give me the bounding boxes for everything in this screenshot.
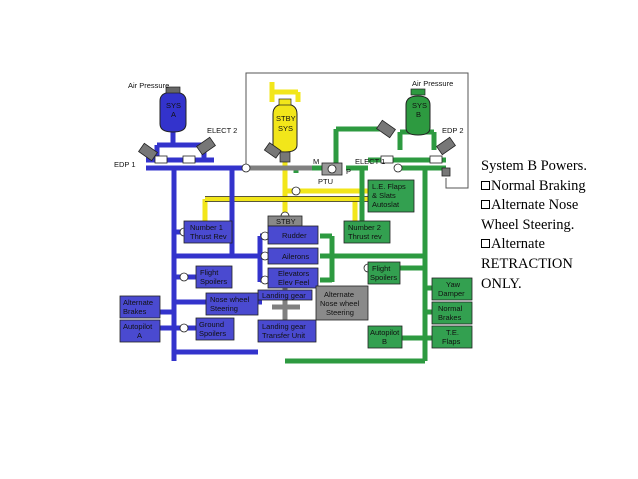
svg-text:Transfer Unit: Transfer Unit bbox=[262, 331, 306, 340]
label-edp2: EDP 2 bbox=[442, 126, 464, 135]
box-nose-wheel: Nose wheel Steering bbox=[205, 292, 259, 316]
label-sys-b-2: B bbox=[416, 110, 421, 119]
bullet-text: Normal Braking bbox=[491, 177, 586, 194]
checkbox-bullet-icon bbox=[481, 239, 490, 249]
svg-text:Nose wheel: Nose wheel bbox=[320, 299, 360, 308]
box-number2-thrust: Number 2 Thrust rev bbox=[343, 220, 391, 244]
system-b-powers-list: System B Powers. Normal Braking Alternat… bbox=[481, 157, 631, 294]
box-stby-rudder: STBY Rudder bbox=[267, 215, 319, 245]
box-ground-spoilers: Ground Spoilers bbox=[195, 317, 235, 341]
svg-text:Spoilers: Spoilers bbox=[199, 329, 226, 338]
label-sys-b-1: SYS bbox=[412, 101, 427, 110]
svg-text:B: B bbox=[382, 337, 387, 346]
svg-text:Brakes: Brakes bbox=[123, 307, 147, 316]
filter-components bbox=[154, 155, 451, 177]
pump-edp1 bbox=[138, 142, 158, 162]
box-normal-brakes: Normal Brakes bbox=[431, 301, 473, 325]
svg-text:Landing gear: Landing gear bbox=[262, 291, 306, 300]
box-autopilot-a: Autopilot A bbox=[119, 319, 161, 343]
bullet-alt-nose-wheel: Alternate Nose bbox=[481, 196, 631, 216]
box-elevators: Elevators Elev Feel bbox=[267, 267, 319, 289]
checkbox-bullet-icon bbox=[481, 200, 490, 210]
reservoir-standby bbox=[272, 98, 298, 163]
box-alternate-brakes: Alternate Brakes bbox=[119, 295, 161, 319]
box-alt-nose-wheel: Alternate Nose wheel Steering bbox=[315, 285, 369, 321]
pump-edp2 bbox=[436, 136, 456, 156]
svg-text:Thrust rev: Thrust rev bbox=[348, 232, 382, 241]
label-air-pressure-b: Air Pressure bbox=[412, 79, 453, 88]
pump-elect1 bbox=[376, 119, 396, 139]
svg-text:Flight: Flight bbox=[200, 268, 219, 277]
svg-text:Alternate: Alternate bbox=[123, 298, 153, 307]
gray-frame-lines bbox=[245, 72, 469, 189]
svg-text:STBY: STBY bbox=[276, 217, 296, 226]
bullet-alt-retraction-cont1: RETRACTION bbox=[481, 255, 573, 272]
svg-text:Brakes: Brakes bbox=[438, 313, 462, 322]
label-elect2-a: ELECT 2 bbox=[207, 126, 237, 135]
svg-text:Elev Feel: Elev Feel bbox=[278, 278, 310, 287]
label-m: M bbox=[313, 157, 319, 166]
le-flaps-line1: L.E. Flaps bbox=[372, 182, 406, 191]
box-landing-gear: Landing gear bbox=[257, 289, 313, 301]
svg-text:Ailerons: Ailerons bbox=[282, 252, 309, 261]
bullet-alt-retraction: Alternate bbox=[481, 235, 631, 255]
svg-text:Number 1: Number 1 bbox=[190, 223, 223, 232]
box-flight-spoilers-b: Flight Spoilers bbox=[367, 261, 401, 285]
svg-text:Autopilot: Autopilot bbox=[370, 328, 400, 337]
label-p: P bbox=[346, 167, 351, 176]
pump-stby bbox=[263, 142, 282, 159]
label-ptu: PTU bbox=[318, 177, 333, 186]
label-air-pressure-a: Air Pressure bbox=[128, 81, 169, 90]
svg-text:Spoilers: Spoilers bbox=[200, 277, 227, 286]
bullet-text: Alternate bbox=[491, 236, 545, 253]
box-flight-spoilers-a: Flight Spoilers bbox=[195, 265, 233, 289]
svg-text:Steering: Steering bbox=[326, 308, 354, 317]
svg-text:Steering: Steering bbox=[210, 304, 238, 313]
bullets-heading: System B Powers. bbox=[481, 158, 587, 174]
box-number1-thrust: Number 1 Thrust Rev bbox=[183, 220, 233, 244]
reservoir-system-a bbox=[159, 86, 187, 133]
box-te-flaps: T.E. Flaps bbox=[431, 325, 473, 349]
box-yaw-damper: Yaw Damper bbox=[431, 277, 473, 301]
box-landing-gear-transfer: Landing gear Transfer Unit bbox=[257, 319, 317, 343]
svg-text:T.E.: T.E. bbox=[446, 328, 459, 337]
box-autopilot-b: Autopilot B bbox=[367, 325, 403, 349]
svg-text:Ground: Ground bbox=[199, 320, 224, 329]
svg-text:Normal: Normal bbox=[438, 304, 463, 313]
svg-text:Rudder: Rudder bbox=[282, 231, 307, 240]
label-stby-1: STBY bbox=[276, 114, 296, 123]
svg-text:Nose wheel: Nose wheel bbox=[210, 295, 250, 304]
le-flaps-line3: Autoslat bbox=[372, 200, 400, 209]
box-le-flaps: L.E. Flaps & Slats Autoslat bbox=[367, 179, 415, 213]
svg-text:Flaps: Flaps bbox=[442, 337, 461, 346]
svg-text:Landing gear: Landing gear bbox=[262, 322, 306, 331]
bullet-alt-nose-wheel-cont: Wheel Steering. bbox=[481, 216, 575, 233]
svg-text:Thrust Rev: Thrust Rev bbox=[190, 232, 227, 241]
label-sys-a-1: SYS bbox=[166, 101, 181, 110]
svg-text:Spoilers: Spoilers bbox=[370, 273, 397, 282]
svg-text:Autopilot: Autopilot bbox=[123, 322, 153, 331]
bullet-normal-braking: Normal Braking bbox=[481, 177, 631, 197]
svg-text:Yaw: Yaw bbox=[446, 280, 461, 289]
svg-text:A: A bbox=[137, 331, 142, 340]
label-elect1: ELECT 1 bbox=[355, 157, 385, 166]
label-sys-a-2: A bbox=[171, 110, 176, 119]
reservoir-system-b bbox=[405, 88, 431, 136]
svg-text:Flight: Flight bbox=[372, 264, 391, 273]
svg-text:Number 2: Number 2 bbox=[348, 223, 381, 232]
le-flaps-line2: & Slats bbox=[372, 191, 396, 200]
pump-elect2-a bbox=[196, 136, 216, 156]
label-edp1: EDP 1 bbox=[114, 160, 136, 169]
ptu-unit bbox=[321, 162, 343, 176]
box-ailerons: Ailerons bbox=[267, 247, 319, 265]
checkbox-bullet-icon bbox=[481, 180, 490, 190]
bullet-text: Alternate Nose bbox=[491, 197, 579, 214]
bullet-alt-retraction-cont2: ONLY. bbox=[481, 275, 522, 292]
svg-text:Damper: Damper bbox=[438, 289, 465, 298]
svg-text:Alternate: Alternate bbox=[324, 290, 354, 299]
svg-text:Elevators: Elevators bbox=[278, 269, 310, 278]
label-stby-2: SYS bbox=[278, 124, 293, 133]
